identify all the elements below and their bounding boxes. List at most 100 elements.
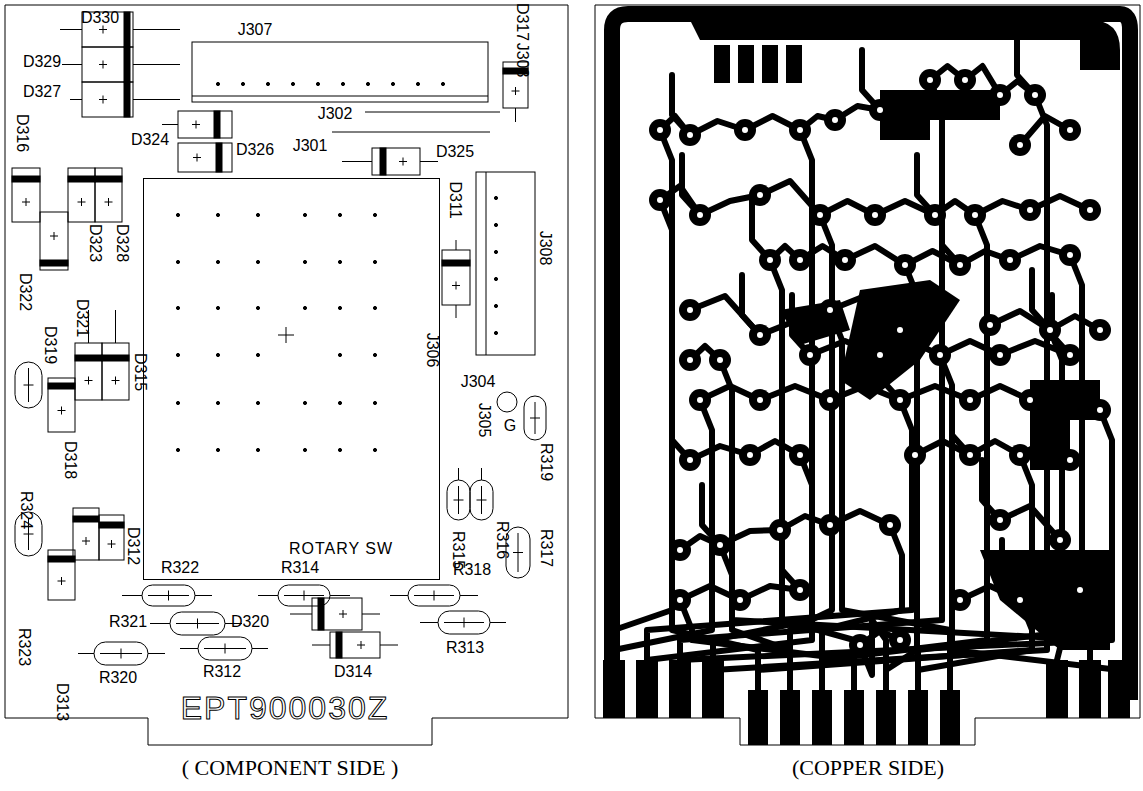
resistor-lead: [460, 595, 478, 596]
copper-pad: [1059, 449, 1081, 471]
copper-pad: [679, 124, 701, 146]
copper-pad: [999, 249, 1021, 271]
diode-band: [68, 176, 95, 182]
resistor-lead: [180, 648, 198, 649]
copper-pad: [709, 349, 731, 371]
reference-designator: J308: [537, 231, 553, 266]
diode-band: [40, 260, 68, 266]
copper-pad: [904, 444, 926, 466]
diode-band: [442, 260, 470, 266]
diode-symbol: [12, 168, 40, 222]
copper-pad: [799, 344, 821, 366]
copper-pad: [889, 319, 911, 341]
diode-lead: [133, 64, 180, 65]
copper-pad: [789, 579, 811, 601]
resistor-symbol: [438, 611, 490, 634]
resistor-lead: [148, 653, 165, 654]
reference-designator: J302: [318, 106, 353, 122]
reference-designator: D327: [23, 84, 61, 100]
copper-trace: [647, 400, 912, 690]
drill-hole: [1007, 257, 1013, 263]
copper-pad: [989, 509, 1011, 531]
resistor-symbol: [24, 385, 34, 386]
copper-pad: [762, 45, 778, 83]
board-number: EPT900030Z: [181, 692, 390, 724]
resistor-symbol: [530, 418, 540, 419]
copper-pad: [689, 204, 711, 226]
reference-designator: D315: [132, 353, 148, 391]
polarity-mark: [456, 282, 457, 290]
switch-pin: [176, 401, 179, 404]
diode-band: [318, 598, 324, 630]
drill-hole: [1067, 252, 1073, 258]
diode-symbol: [178, 111, 232, 138]
diode-lead: [342, 161, 372, 162]
copper-pad: [949, 589, 971, 611]
connector-outline: [192, 96, 488, 97]
drill-hole: [962, 77, 968, 83]
component-side: [5, 5, 568, 745]
copper-trace: [822, 215, 987, 690]
diode-lead: [115, 310, 116, 343]
connector-outline: [486, 172, 487, 355]
drill-hole: [857, 642, 863, 648]
copper-pad: [819, 299, 841, 321]
drill-hole: [757, 332, 763, 338]
resistor-symbol: [121, 649, 122, 659]
switch-pin: [256, 448, 259, 451]
drill-hole: [1047, 327, 1053, 333]
drill-hole: [877, 352, 883, 358]
polarity-mark: [54, 232, 55, 240]
drill-hole: [687, 307, 693, 313]
polarity-mark: [103, 26, 104, 34]
resistor-lead: [150, 623, 170, 624]
drill-hole: [832, 117, 838, 123]
copper-side: [595, 5, 1140, 745]
resistor-lead: [490, 622, 506, 623]
center-mark: [286, 327, 287, 343]
drill-hole: [697, 212, 703, 218]
switch-pin: [373, 260, 376, 263]
drill-hole: [827, 522, 833, 528]
copper-pad: [959, 389, 981, 411]
pin-hole: [241, 82, 244, 85]
drill-hole: [967, 397, 973, 403]
diode-lead: [420, 161, 438, 162]
pin-hole: [416, 82, 419, 85]
drill-hole: [842, 257, 848, 263]
reference-designator: R312: [203, 664, 241, 680]
switch-pin: [216, 448, 219, 451]
drill-hole: [927, 77, 933, 83]
drill-hole: [777, 527, 783, 533]
drill-hole: [757, 192, 763, 198]
reference-designator: R324: [18, 491, 34, 529]
copper-trace: [720, 360, 1090, 690]
drill-hole: [687, 132, 693, 138]
diode-lead: [133, 29, 180, 30]
diode-symbol: [48, 550, 75, 600]
pin-hole: [266, 82, 269, 85]
copper-pad: [929, 344, 951, 366]
drill-hole: [897, 397, 903, 403]
copper-trace: [822, 525, 902, 690]
reference-designator: R314: [281, 560, 319, 576]
drill-hole: [967, 452, 973, 458]
view-caption: (COPPER SIDE): [792, 757, 944, 779]
drill-hole: [747, 452, 753, 458]
drill-hole: [932, 212, 938, 218]
switch-pin: [303, 260, 306, 263]
connector-outline: [332, 132, 490, 133]
diode-band: [124, 82, 130, 117]
copper-trace: [680, 600, 854, 690]
diode-band: [48, 556, 75, 562]
copper-pad: [834, 249, 856, 271]
copper-pad: [869, 99, 891, 121]
reference-designator: R321: [109, 614, 147, 630]
switch-pin: [176, 306, 179, 309]
copper-pad: [1059, 119, 1081, 141]
drill-hole: [897, 637, 903, 643]
switch-pin: [216, 306, 219, 309]
diode-band: [12, 176, 40, 182]
diode-band: [102, 355, 129, 361]
diode-lead: [312, 645, 330, 646]
